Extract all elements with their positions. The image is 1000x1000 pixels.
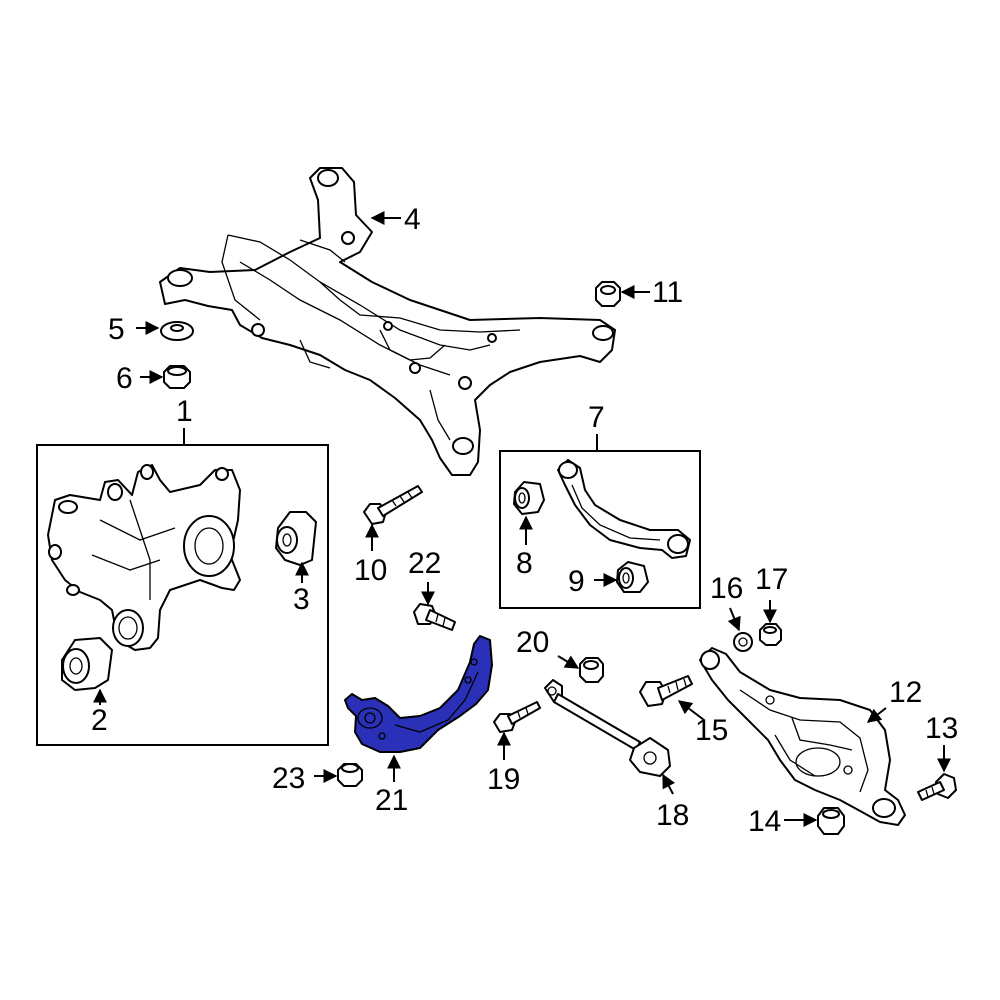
callout-23: 23 xyxy=(272,762,305,795)
toe-link[interactable] xyxy=(544,679,671,777)
nut-23[interactable] xyxy=(337,763,363,787)
nut-11[interactable] xyxy=(595,281,621,307)
callout-3: 3 xyxy=(293,583,310,616)
callout-12: 12 xyxy=(889,676,922,709)
callout-14: 14 xyxy=(748,805,781,838)
nut-17[interactable] xyxy=(759,623,782,646)
crossmember-subframe[interactable] xyxy=(159,167,616,476)
upper-control-arm[interactable] xyxy=(557,459,691,559)
callout-6: 6 xyxy=(116,362,133,395)
nut-14[interactable] xyxy=(817,807,845,835)
callout-15: 15 xyxy=(695,714,728,747)
callout-7: 7 xyxy=(588,401,605,434)
callout-22: 22 xyxy=(408,547,441,580)
upper-arm-group-box xyxy=(499,450,701,609)
lower-control-arm[interactable] xyxy=(699,647,906,826)
callout-1: 1 xyxy=(176,395,193,428)
bolt-22[interactable] xyxy=(413,603,456,631)
bolt-15[interactable] xyxy=(639,675,693,707)
knuckle-group-box xyxy=(36,444,329,746)
bolt-19[interactable] xyxy=(493,701,541,733)
callout-labels: 4 5 6 11 1 7 3 2 8 9 10 22 21 23 19 20 1… xyxy=(91,203,958,838)
callout-10: 10 xyxy=(354,554,387,587)
callout-11: 11 xyxy=(652,276,683,309)
callout-19: 19 xyxy=(487,763,520,796)
nut-6[interactable] xyxy=(163,365,191,389)
washer-16[interactable] xyxy=(733,632,753,652)
knuckle[interactable] xyxy=(47,464,241,651)
callout-17: 17 xyxy=(755,563,788,596)
leader-lines xyxy=(93,211,951,827)
bushing-8[interactable] xyxy=(513,481,545,515)
lower-trailing-arm-highlighted[interactable] xyxy=(344,635,493,753)
callout-20: 20 xyxy=(516,626,549,659)
callout-9: 9 xyxy=(568,565,585,598)
trailing-arm-body[interactable] xyxy=(344,635,493,753)
callout-21: 21 xyxy=(375,784,408,817)
bolt-13[interactable] xyxy=(917,773,957,801)
callout-18: 18 xyxy=(656,799,689,832)
callout-13: 13 xyxy=(925,712,958,745)
washer[interactable] xyxy=(160,321,194,341)
callout-4: 4 xyxy=(404,203,421,236)
bushing-9[interactable] xyxy=(616,561,649,593)
callout-5: 5 xyxy=(108,313,125,346)
bushing-2[interactable] xyxy=(61,637,113,691)
bolt-10[interactable] xyxy=(363,485,423,525)
nut-20[interactable] xyxy=(579,657,604,683)
callout-8: 8 xyxy=(516,547,533,580)
callout-16: 16 xyxy=(710,572,743,605)
bushing-3[interactable] xyxy=(275,511,317,566)
callout-2: 2 xyxy=(91,704,108,737)
